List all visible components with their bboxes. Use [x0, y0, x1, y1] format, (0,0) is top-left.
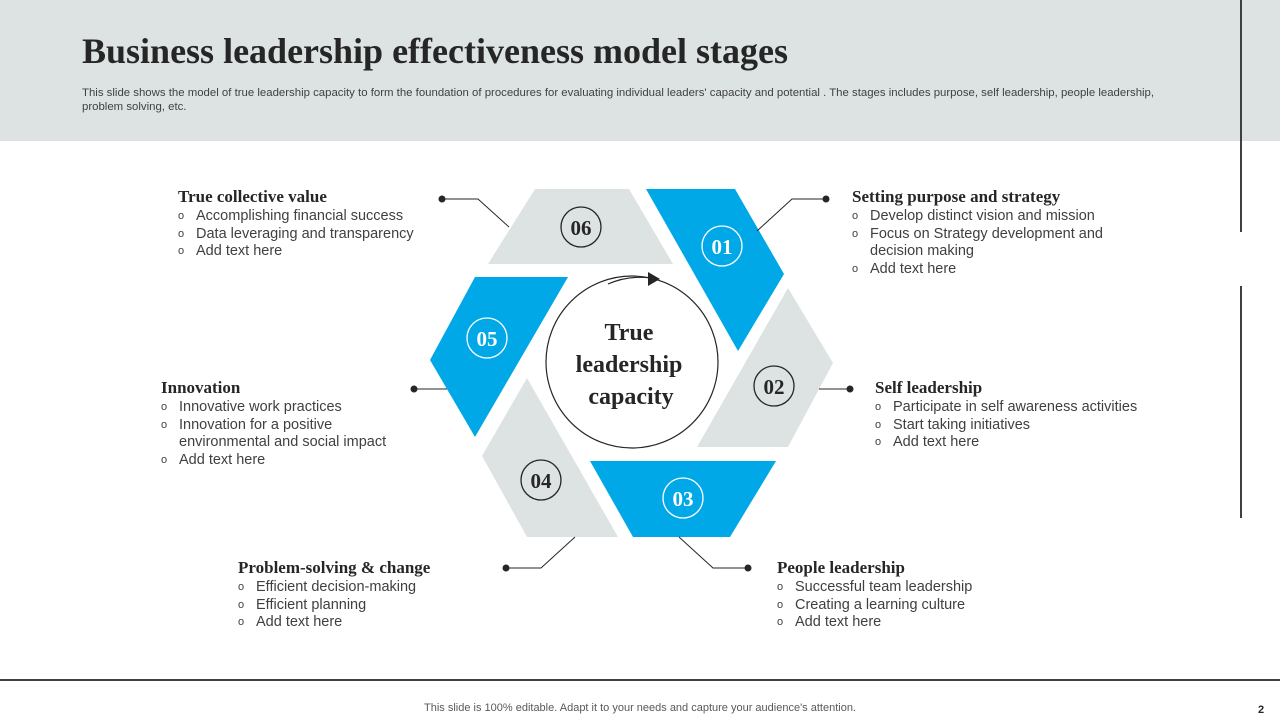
stage-04-title: Problem-solving & change	[238, 558, 431, 577]
badge-02-circle	[753, 365, 795, 407]
page-number: 2	[1258, 704, 1265, 716]
footer-divider	[0, 679, 1280, 681]
list-item: Data leveraging and transparency	[178, 226, 438, 244]
cycle-arrowhead	[648, 272, 660, 286]
badge-06-circle	[560, 206, 602, 248]
badge-05-circle	[466, 317, 508, 359]
list-item: Add text here	[875, 434, 1175, 452]
stage-01-list: Develop distinct vision and mission Focu…	[852, 208, 1132, 278]
badge-03-circle	[662, 477, 704, 519]
stage-03-title: People leadership	[777, 558, 905, 577]
connector-06-dot	[438, 195, 446, 203]
right-divider-bottom	[1240, 286, 1242, 518]
page-title: Business leadership effectiveness model …	[82, 31, 788, 71]
connector-01	[756, 198, 826, 232]
list-item: Creating a learning culture	[777, 597, 1037, 615]
list-item: Add text here	[852, 261, 1132, 279]
badge-05-number: 05	[477, 327, 498, 351]
badge-01-number: 01	[712, 235, 733, 259]
right-divider-top	[1240, 0, 1242, 232]
segment-03	[590, 461, 776, 537]
list-item: Add text here	[238, 614, 498, 632]
center-label-line2: leadership	[576, 352, 683, 378]
stage-03-block: People leadership Successful team leader…	[777, 558, 1037, 632]
connector-04-dot	[502, 564, 510, 572]
stage-02-list: Participate in self awareness activities…	[875, 399, 1175, 452]
badge-06-number: 06	[571, 216, 592, 240]
page-subtitle: This slide shows the model of true leade…	[82, 87, 1155, 113]
stage-04-block: Problem-solving & change Efficient decis…	[238, 558, 498, 632]
center-label-line1: True	[605, 320, 654, 346]
segment-05	[430, 277, 568, 437]
stage-01-title: Setting purpose and strategy	[852, 187, 1061, 206]
list-item: Efficient planning	[238, 597, 498, 615]
badge-04-number: 04	[531, 469, 553, 493]
center-label-line3: capacity	[588, 384, 673, 410]
connector-06	[442, 198, 510, 228]
segment-04	[482, 378, 618, 537]
badge-01-circle	[701, 225, 743, 267]
badge-02-number: 02	[764, 375, 785, 399]
badge-04-circle	[520, 459, 562, 501]
stage-04-list: Efficient decision-making Efficient plan…	[238, 579, 498, 632]
list-item: Accomplishing financial success	[178, 208, 438, 226]
center-circle	[545, 275, 719, 449]
connector-04	[506, 536, 576, 569]
list-item: Successful team leadership	[777, 579, 1037, 597]
stage-05-title: Innovation	[161, 378, 241, 397]
list-item: Participate in self awareness activities	[875, 399, 1175, 417]
list-item: Innovation for a positive environmental …	[161, 417, 411, 452]
list-item: Develop distinct vision and mission	[852, 208, 1132, 226]
stage-02-block: Self leadership Participate in self awar…	[875, 378, 1175, 452]
list-item: Add text here	[161, 452, 411, 470]
segment-06	[488, 189, 673, 264]
list-item: Add text here	[777, 614, 1037, 632]
stage-02-title: Self leadership	[875, 378, 983, 397]
connector-03-dot	[744, 564, 752, 572]
connector-05-dot	[410, 385, 418, 393]
badge-03-number: 03	[673, 487, 694, 511]
list-item: Start taking initiatives	[875, 417, 1175, 435]
stage-05-block: Innovation Innovative work practices Inn…	[161, 378, 411, 469]
stage-05-list: Innovative work practices Innovation for…	[161, 399, 411, 469]
stage-06-title: True collective value	[178, 187, 327, 206]
list-item: Focus on Strategy development and decisi…	[852, 226, 1132, 261]
list-item: Add text here	[178, 243, 438, 261]
footer-note: This slide is 100% editable. Adapt it to…	[424, 702, 856, 714]
stage-01-block: Setting purpose and strategy Develop dis…	[852, 187, 1132, 278]
header-band	[0, 0, 1280, 141]
connector-02-dot	[846, 385, 854, 393]
stage-06-block: True collective value Accomplishing fina…	[178, 187, 438, 261]
stage-03-list: Successful team leadership Creating a le…	[777, 579, 1037, 632]
connector-03	[678, 536, 748, 569]
stage-06-list: Accomplishing financial success Data lev…	[178, 208, 438, 261]
segment-01	[646, 189, 784, 351]
list-item: Innovative work practices	[161, 399, 411, 417]
list-item: Efficient decision-making	[238, 579, 498, 597]
connector-01-dot	[822, 195, 830, 203]
